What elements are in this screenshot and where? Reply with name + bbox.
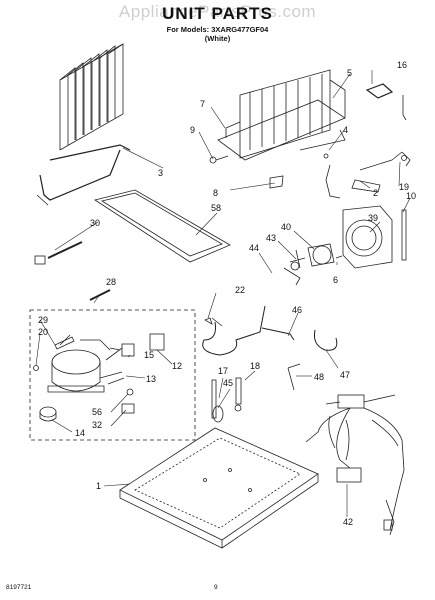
doc-number: 8197721 bbox=[6, 584, 32, 591]
callout-5: 5 bbox=[347, 68, 352, 78]
callout-3: 3 bbox=[158, 168, 163, 178]
compressor-group bbox=[29, 309, 196, 441]
callout-42: 42 bbox=[343, 517, 353, 527]
page-number: 9 bbox=[214, 584, 218, 591]
harness-parts bbox=[261, 327, 338, 351]
models-line: For Models: 3XARG477GF04 bbox=[166, 25, 269, 34]
callout-46: 46 bbox=[292, 305, 302, 315]
small-parts-upper-right bbox=[269, 83, 411, 199]
callout-45: 45 bbox=[223, 378, 233, 388]
callout-47: 47 bbox=[340, 370, 350, 380]
callout-20: 20 bbox=[38, 327, 48, 337]
callout-22: 22 bbox=[235, 285, 245, 295]
callout-43: 43 bbox=[266, 233, 276, 243]
color-line: (White) bbox=[204, 34, 231, 43]
fan-assembly bbox=[283, 205, 407, 286]
callout-8: 8 bbox=[213, 188, 218, 198]
condenser-coil bbox=[36, 43, 131, 206]
callout-4: 4 bbox=[343, 125, 348, 135]
callout-1: 1 bbox=[96, 481, 101, 491]
callout-40: 40 bbox=[281, 222, 291, 232]
callout-numbers: 3 7 9 5 16 4 8 2 19 10 30 58 39 40 43 44… bbox=[38, 60, 416, 527]
base-plate bbox=[119, 427, 319, 549]
callout-39: 39 bbox=[368, 213, 378, 223]
callout-29: 29 bbox=[38, 315, 48, 325]
callout-32: 32 bbox=[92, 420, 102, 430]
callout-48: 48 bbox=[314, 372, 324, 382]
watermark: AppliancePartsPros.com bbox=[118, 2, 317, 21]
callout-9: 9 bbox=[190, 125, 195, 135]
callout-28: 28 bbox=[106, 277, 116, 287]
model-info: For Models: 3XARG477GF04 (White) bbox=[0, 25, 435, 43]
callout-30: 30 bbox=[90, 218, 100, 228]
tubing bbox=[89, 289, 266, 356]
drain-tray bbox=[34, 189, 231, 265]
callout-18: 18 bbox=[250, 361, 260, 371]
page-title: UNIT PARTS bbox=[162, 4, 273, 23]
wiring-harness bbox=[305, 394, 405, 536]
misc-hardware bbox=[211, 363, 301, 423]
callout-19: 19 bbox=[399, 182, 409, 192]
callout-15: 15 bbox=[144, 350, 154, 360]
callout-58: 58 bbox=[211, 203, 221, 213]
callout-44: 44 bbox=[249, 243, 259, 253]
callout-13: 13 bbox=[146, 374, 156, 384]
evaporator-bracket bbox=[209, 69, 346, 164]
callout-7: 7 bbox=[200, 99, 205, 109]
callout-10: 10 bbox=[406, 191, 416, 201]
leader-lines bbox=[35, 70, 411, 517]
callout-16: 16 bbox=[397, 60, 407, 70]
callout-12: 12 bbox=[172, 361, 182, 371]
callout-6: 6 bbox=[333, 275, 338, 285]
callout-17: 17 bbox=[218, 366, 228, 376]
callout-56: 56 bbox=[92, 407, 102, 417]
callout-14: 14 bbox=[75, 428, 85, 438]
callout-2: 2 bbox=[373, 188, 378, 198]
